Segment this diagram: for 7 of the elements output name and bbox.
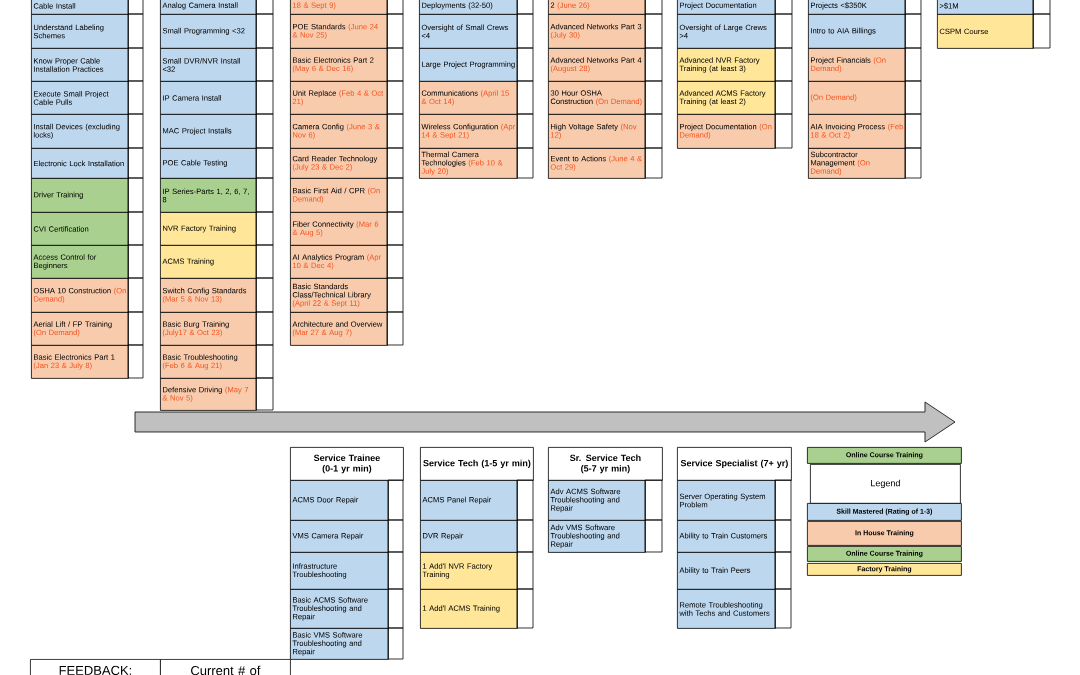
column-header: Sr. Service Tech (5-7 yr min) <box>548 447 663 481</box>
table-cell: Current # of <box>160 659 291 675</box>
column-header: Service Tech (1-5 yr min) <box>420 447 534 481</box>
column-header: Service Trainee (0-1 yr min) <box>290 447 404 481</box>
legend-box: Legend <box>810 464 961 504</box>
table-cell: FEEDBACK: <box>30 659 161 675</box>
column-header: Service Specialist (7+ yr) <box>677 447 792 481</box>
